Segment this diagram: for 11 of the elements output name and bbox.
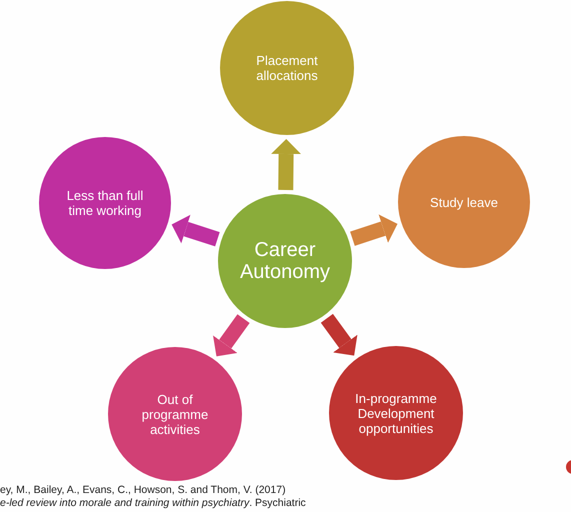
node-label: Study leave [429, 194, 499, 210]
arrow [350, 214, 400, 246]
arrow [169, 214, 220, 246]
node-label: Out of programme activities [140, 392, 210, 436]
citation-text: e-led review into morale and training within psychiatry. Psychiatric [0, 497, 306, 510]
citation-text: ey, M., Bailey, A., Evans, C., Howson, S. and Thom, V. (2017) [0, 484, 287, 497]
node-label: Placement allocations [255, 53, 319, 83]
node-label: Less than full time working [66, 188, 144, 218]
node-label: Career Autonomy [238, 239, 332, 283]
arrow [271, 138, 302, 190]
node-label: In-programme Development opportunities [354, 390, 438, 436]
